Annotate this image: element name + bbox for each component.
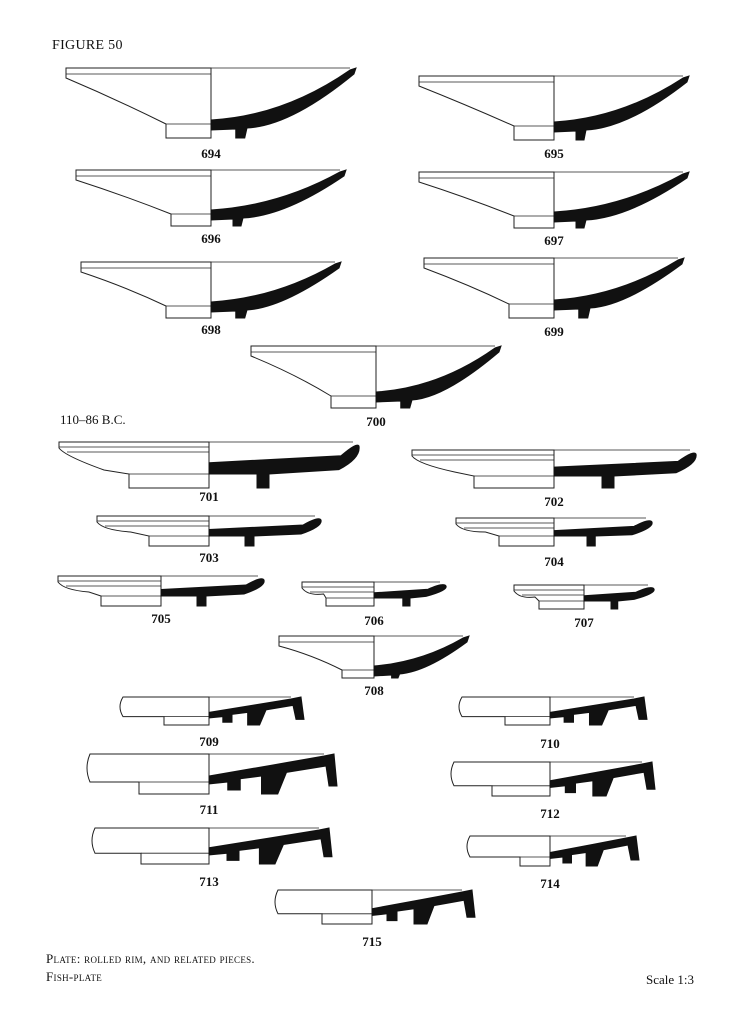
catalogue-number: 695 bbox=[544, 146, 564, 161]
profile-707 bbox=[513, 584, 655, 610]
catalogue-number: 698 bbox=[201, 322, 221, 337]
profile-694 bbox=[65, 67, 357, 139]
catalogue-number: 713 bbox=[199, 874, 219, 889]
catalogue-number: 714 bbox=[540, 876, 560, 891]
catalogue-number: 708 bbox=[364, 683, 384, 698]
catalogue-number: 694 bbox=[201, 146, 221, 161]
period-label: 110–86 B.C. bbox=[60, 412, 126, 427]
catalogue-number: 710 bbox=[540, 736, 560, 751]
profile-698 bbox=[80, 261, 342, 319]
profile-700 bbox=[250, 345, 502, 409]
profile-704 bbox=[455, 517, 653, 547]
catalogue-number: 697 bbox=[544, 233, 564, 248]
profile-696 bbox=[75, 169, 347, 227]
profile-706 bbox=[301, 581, 447, 607]
catalogue-number: 701 bbox=[199, 489, 219, 504]
profile-714 bbox=[466, 835, 640, 867]
catalogue-number: 715 bbox=[362, 934, 382, 949]
plate-caption: Plate: rolled rim, and related pieces. bbox=[46, 951, 255, 966]
catalogue-number: 702 bbox=[544, 494, 564, 509]
profile-701 bbox=[58, 441, 360, 489]
figure-title: FIGURE 50 bbox=[52, 38, 123, 53]
catalogue-number: 705 bbox=[151, 611, 171, 626]
catalogue-number: 706 bbox=[364, 613, 384, 628]
profile-712 bbox=[450, 761, 656, 797]
catalogue-number: 712 bbox=[540, 806, 560, 821]
profile-699 bbox=[423, 257, 685, 319]
profile-715 bbox=[274, 889, 476, 925]
profile-711 bbox=[86, 753, 338, 795]
profile-695 bbox=[418, 75, 690, 141]
catalogue-number: 696 bbox=[201, 231, 221, 246]
profile-702 bbox=[411, 449, 697, 489]
profile-703 bbox=[96, 515, 322, 547]
catalogue-number: 703 bbox=[199, 550, 219, 565]
profile-713 bbox=[91, 827, 333, 865]
profile-709 bbox=[119, 696, 305, 726]
profile-708 bbox=[278, 635, 470, 679]
profile-697 bbox=[418, 171, 690, 229]
catalogue-number: 707 bbox=[574, 615, 594, 630]
profile-710 bbox=[458, 696, 648, 726]
fish-plate-caption: Fish-plate bbox=[46, 969, 103, 984]
catalogue-number: 700 bbox=[366, 414, 386, 429]
catalogue-number: 704 bbox=[544, 554, 564, 569]
scale-label: Scale 1:3 bbox=[645, 972, 694, 987]
profile-705 bbox=[57, 575, 265, 607]
catalogue-number: 711 bbox=[200, 802, 219, 817]
catalogue-number: 709 bbox=[199, 734, 219, 749]
catalogue-number: 699 bbox=[544, 324, 564, 339]
